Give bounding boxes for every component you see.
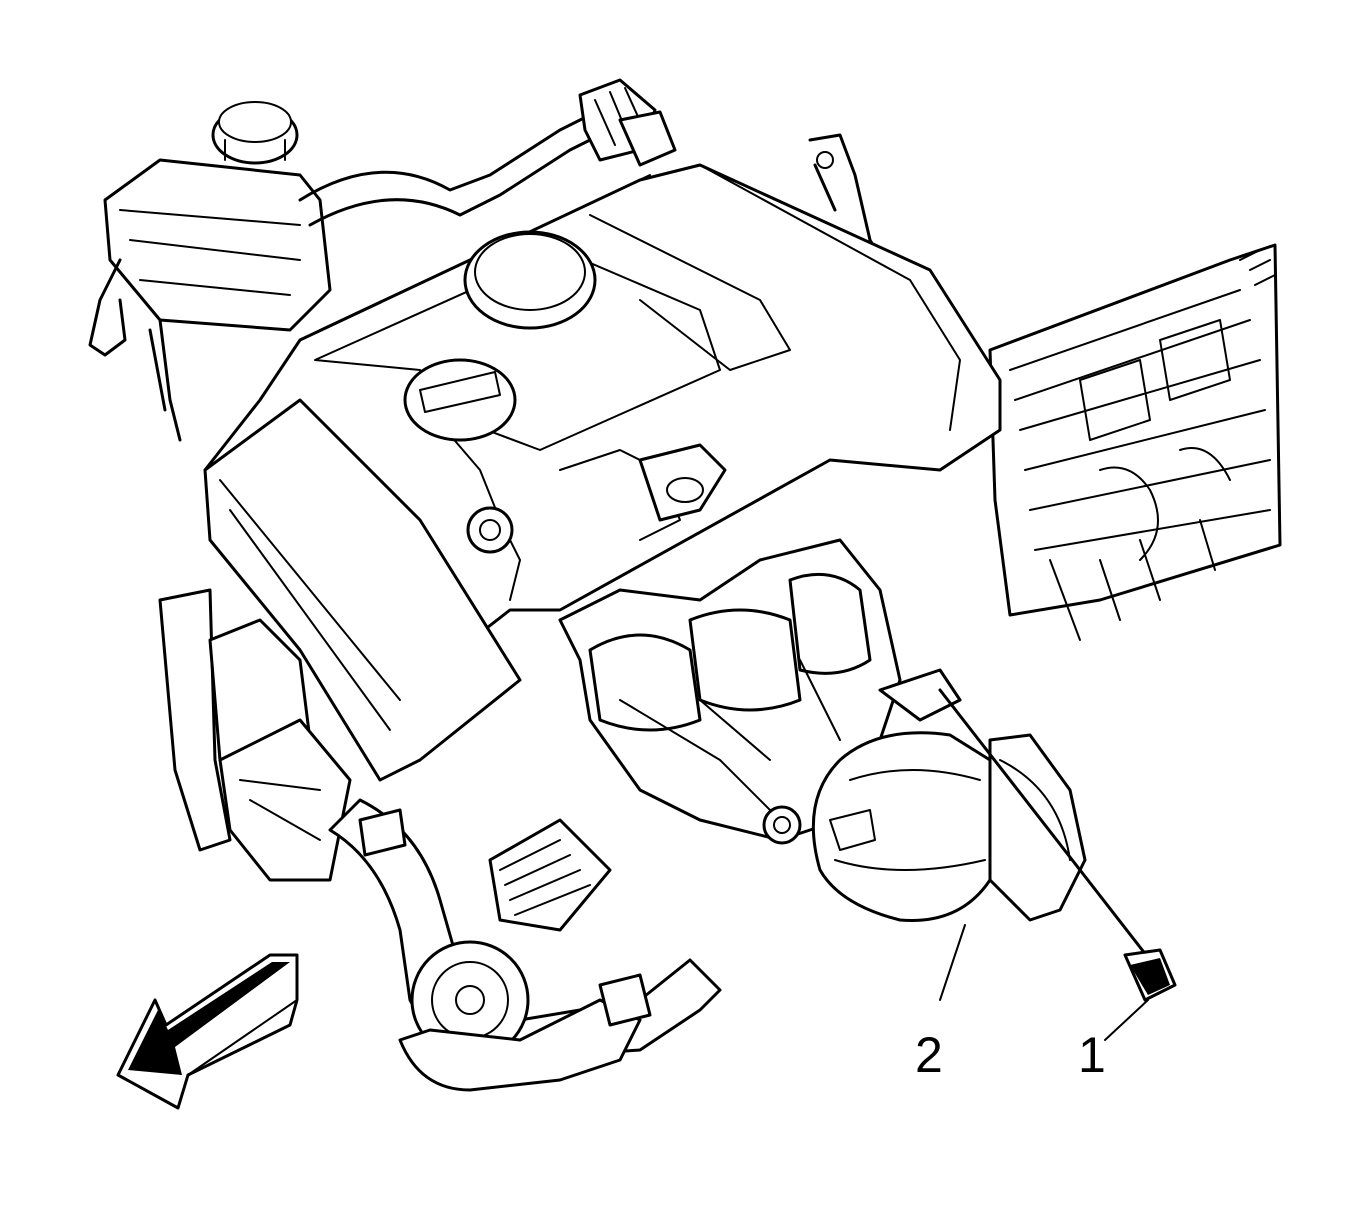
callout-2-leader (939, 924, 966, 1001)
callout-leader-lines (939, 924, 1149, 1041)
callout-1-label: 1 (1078, 1027, 1106, 1083)
callout-1-leader (1104, 999, 1149, 1041)
engine-cover (203, 163, 1002, 782)
exhaust-manifold (558, 538, 902, 845)
support-bracket (878, 668, 1152, 962)
lower-components (158, 588, 722, 1092)
front-direction-arrow-icon (116, 953, 299, 1110)
coolant-reservoir (88, 101, 332, 442)
top-hoses (298, 78, 902, 292)
catalytic-converter (811, 731, 1087, 922)
callout-2-label: 2 (915, 1027, 943, 1083)
transmission-assembly (988, 243, 1282, 641)
bolt (1123, 948, 1177, 1002)
